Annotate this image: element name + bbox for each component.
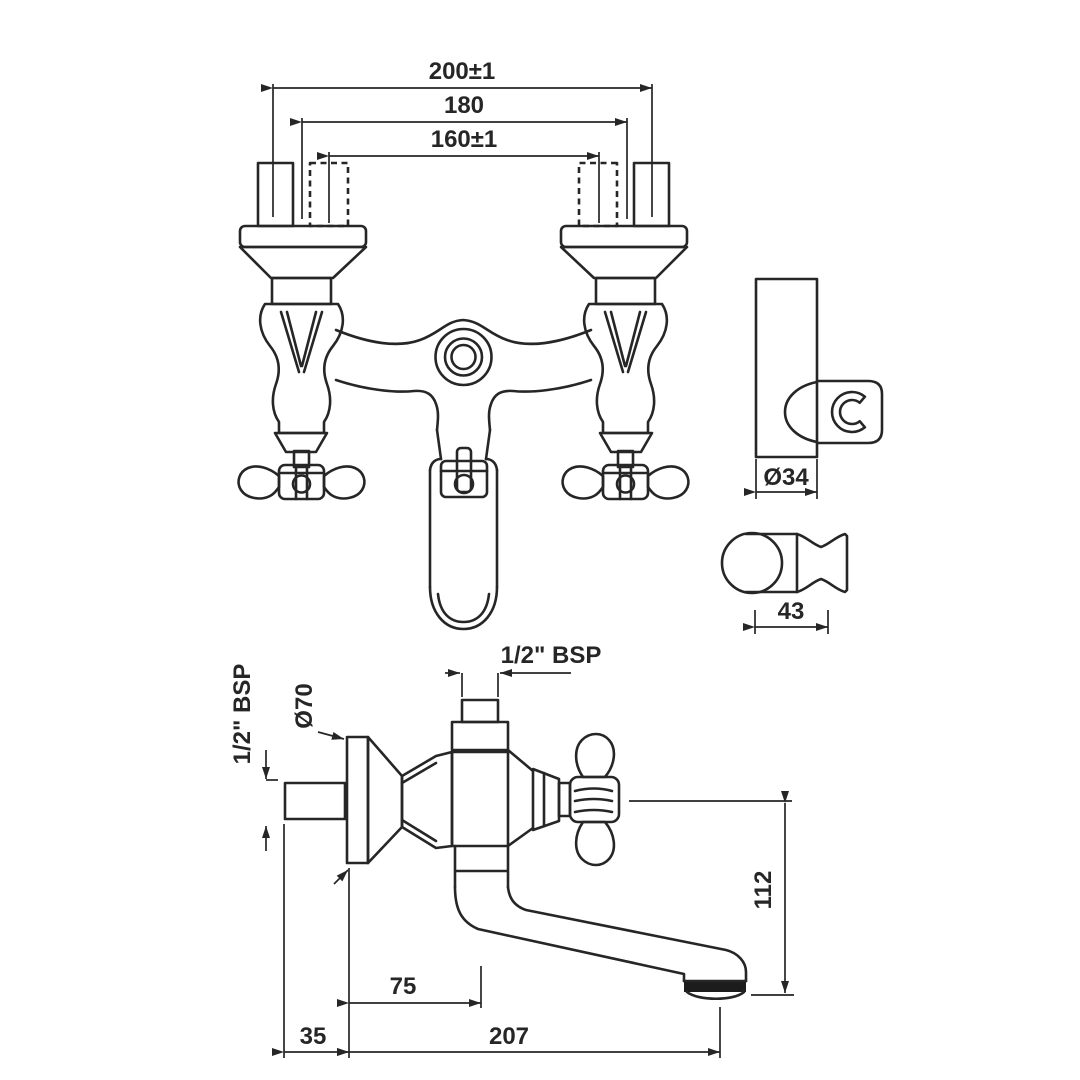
dim-outer-label: 200±1 [429, 58, 496, 85]
faucet-leg-right [559, 161, 690, 501]
bracket-side-view: Ø34 [744, 277, 884, 499]
top-thread-label: 1/2" BSP [501, 642, 602, 669]
cross-handle-front [237, 463, 366, 501]
diverter-screw [453, 473, 475, 495]
bracket-side-dimension: Ø34 [744, 459, 818, 499]
mixer-body [334, 318, 593, 472]
height-label: 112 [750, 871, 777, 910]
top-collar [450, 720, 510, 752]
reach-label: 207 [489, 1023, 529, 1050]
flange-cone [366, 735, 404, 865]
aerator-band [684, 981, 746, 992]
faucet-leg [237, 161, 368, 501]
inlet-pipe-solid [256, 161, 295, 228]
side-view: 1/2" BSP 1/2" BSP Ø70 112 75 [229, 642, 794, 1058]
wall-thread-label: 1/2" BSP [229, 664, 256, 765]
flange-dia-label: Ø70 [291, 683, 318, 728]
leg-neck [270, 276, 333, 306]
leg-body [258, 302, 345, 435]
front-dimensions: 200±1 180 160±1 [261, 58, 653, 223]
diverter-bracket [439, 459, 489, 499]
union-cone [238, 245, 368, 280]
diverter-boss-outer [434, 327, 493, 387]
bracket-cone [783, 380, 819, 444]
wall-nipple [283, 781, 347, 821]
diverter-boss-inner [450, 343, 477, 371]
bracket-width-label: 43 [778, 598, 805, 625]
top-thread [460, 698, 500, 724]
dim-mid-label: 180 [444, 92, 484, 119]
bracket-wall-bar [754, 277, 819, 459]
side-spout [453, 844, 748, 1001]
bracket-top-dimension: 43 [743, 598, 829, 634]
valve-base [273, 431, 329, 454]
dim-inner-label: 160±1 [431, 126, 498, 153]
side-body [400, 698, 535, 850]
bracket-hook-block [815, 379, 884, 445]
cross-handle-side [531, 732, 621, 867]
side-annotations: 1/2" BSP 1/2" BSP Ø70 [229, 642, 602, 885]
bracket-hook-c [830, 390, 867, 434]
front-view: 200±1 180 160±1 [237, 58, 690, 631]
wall-depth-label: 35 [300, 1023, 327, 1050]
aerator-cap [685, 990, 746, 1001]
bracket-spool [795, 532, 849, 594]
wall-flange-plate [345, 735, 370, 865]
bracket-knob-circle [720, 531, 784, 595]
front-spout [428, 446, 499, 631]
bracket-dia-label: Ø34 [763, 464, 809, 491]
diverter-boss-mid [443, 337, 484, 377]
projection-label: 75 [390, 973, 417, 1000]
handle-stem [292, 449, 311, 469]
valve-block [450, 750, 510, 848]
side-bell [400, 750, 454, 850]
union-flange [238, 224, 368, 249]
leg-facet-lines [279, 310, 324, 374]
bracket-top-view: 43 [720, 531, 849, 634]
side-dimensions: 112 75 35 207 [272, 791, 794, 1058]
